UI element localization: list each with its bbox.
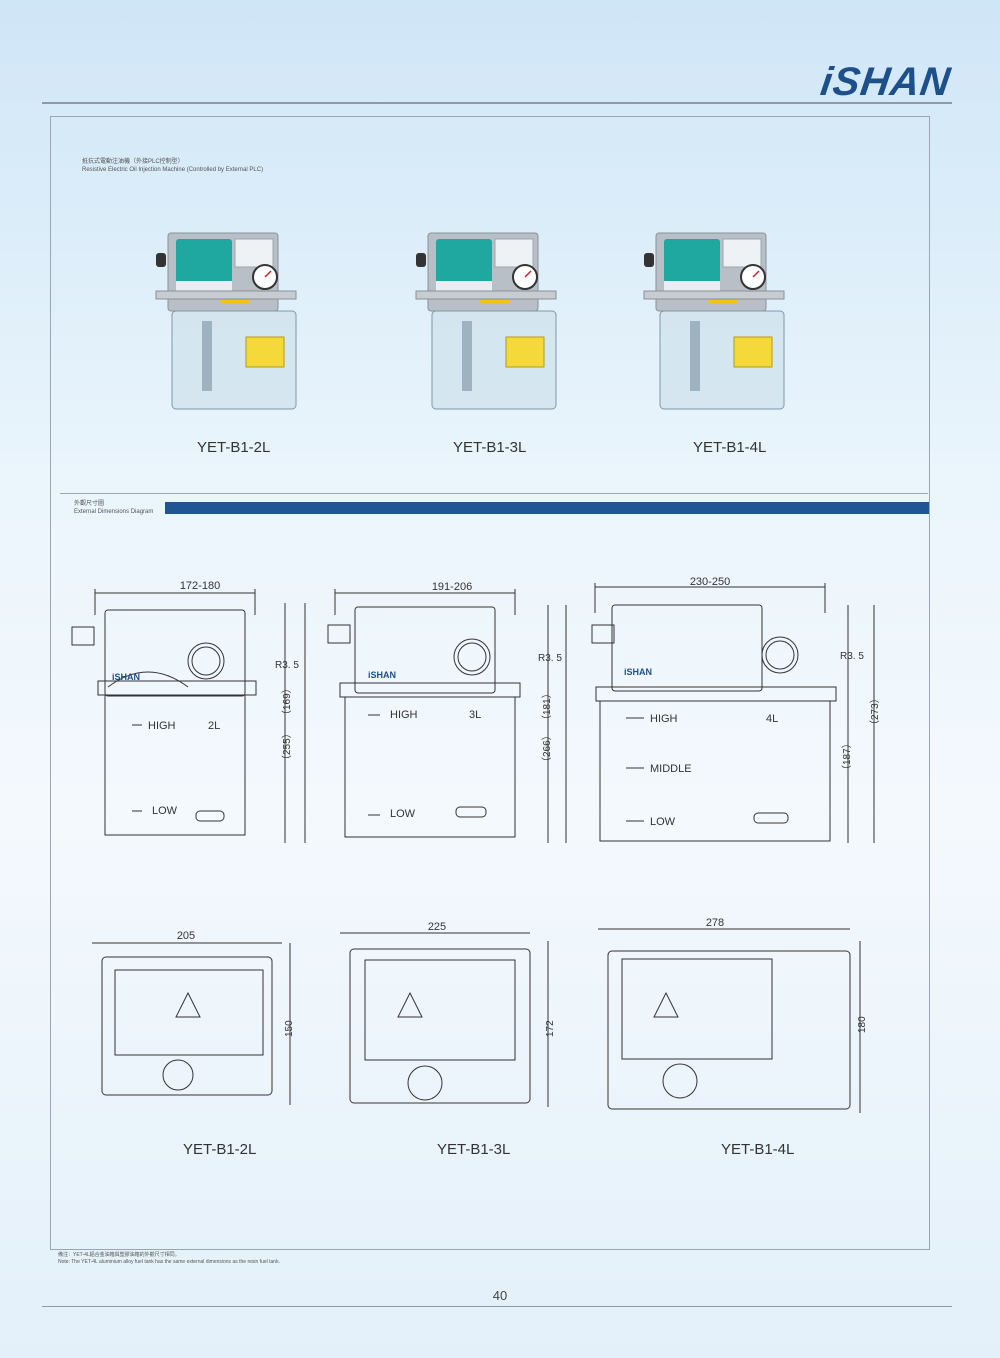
h-total-2l: （255）: [281, 728, 293, 765]
top-width-4l: 278: [706, 917, 724, 929]
width-2l: 172-180: [180, 580, 220, 592]
svg-text:iSHAN: iSHAN: [112, 672, 140, 682]
brand-logo: iSHAN: [817, 60, 954, 104]
section-band: [165, 502, 929, 514]
top-depth-2l: 150: [284, 1020, 295, 1037]
header-divider: [42, 102, 952, 104]
svg-text:iSHAN: iSHAN: [624, 667, 652, 677]
level-low-2l: LOW: [152, 805, 178, 817]
radius-4l: R3. 5: [840, 651, 864, 662]
top-width-3l: 225: [428, 921, 446, 933]
section-divider: [60, 493, 928, 494]
capacity-2l: 2L: [208, 720, 220, 732]
radius-3l: R3. 5: [538, 653, 562, 664]
top-view-4l: 278 180: [598, 917, 868, 1113]
top-model-4l: YET-B1-4L: [721, 1141, 795, 1158]
product-model-2l: YET-B1-2L: [197, 439, 271, 456]
h-inner-2l: （169）: [281, 683, 293, 720]
footnote-cn: 備注：YET-4L鋁合金油箱與塑膠油箱的外觀尺寸相同。: [58, 1252, 180, 1258]
level-low-3l: LOW: [390, 808, 416, 820]
front-view-2l: 172-180 iSHAN HIGH 2L LOW R3. 5 （255） （1…: [71, 580, 306, 843]
top-view-drawings: 205 150 225 172 278 180: [92, 917, 868, 1113]
product-model-3l: YET-B1-3L: [453, 439, 527, 456]
top-view-2l: 205 150: [92, 930, 295, 1105]
width-3l: 191-206: [432, 581, 472, 593]
h-inner-4l: （187）: [841, 738, 853, 775]
footnote-en: Note: The YET-4L aluminium alloy fuel ta…: [58, 1259, 280, 1265]
dimensions-title-en: External Dimensions Diagram: [74, 509, 154, 515]
front-view-3l: 191-206 iSHAN HIGH 3L LOW R3. 5 （266） （1…: [327, 581, 567, 843]
top-model-3l: YET-B1-3L: [437, 1141, 511, 1158]
width-4l: 230-250: [690, 576, 730, 588]
top-model-2l: YET-B1-2L: [183, 1141, 257, 1158]
dimensions-title: 外觀尺寸圖 External Dimensions Diagram: [74, 500, 153, 516]
product-photos: [155, 232, 785, 410]
footer-divider: [42, 1306, 952, 1307]
page-number: 40: [492, 1288, 508, 1303]
product-model-4l: YET-B1-4L: [693, 439, 767, 456]
front-view-4l: 230-250 iSHAN HIGH 4L MIDDLE LOW R3. 5 （…: [591, 576, 881, 843]
level-high-4l: HIGH: [650, 713, 678, 725]
capacity-3l: 3L: [469, 709, 481, 721]
section-title-cn: 抵抗式電動注油機（外接PLC控制型）: [82, 159, 184, 165]
level-high-2l: HIGH: [148, 720, 176, 732]
product-photo-2l: [155, 232, 297, 410]
h-inner-3l: （181）: [541, 688, 553, 725]
level-low-4l: LOW: [650, 816, 676, 828]
top-depth-4l: 180: [857, 1016, 868, 1033]
dimensions-title-cn: 外觀尺寸圖: [74, 501, 105, 507]
capacity-4l: 4L: [766, 713, 778, 725]
section-title: 抵抗式電動注油機（外接PLC控制型） Resistive Electric Oi…: [82, 158, 263, 174]
radius-2l: R3. 5: [275, 660, 299, 671]
top-view-3l: 225 172: [340, 921, 556, 1107]
top-width-2l: 205: [177, 930, 195, 942]
level-high-3l: HIGH: [390, 709, 418, 721]
section-title-en: Resistive Electric Oil Injection Machine…: [82, 167, 264, 173]
footnote: 備注：YET-4L鋁合金油箱與塑膠油箱的外觀尺寸相同。 Note: The YE…: [58, 1252, 280, 1266]
top-depth-3l: 172: [545, 1020, 556, 1037]
level-middle-4l: MIDDLE: [650, 763, 692, 775]
h-total-4l: （273）: [869, 693, 881, 730]
content-frame: [50, 116, 930, 1250]
front-view-drawings: 172-180 iSHAN HIGH 2L LOW R3. 5 （255） （1…: [71, 576, 881, 843]
h-total-3l: （266）: [541, 730, 553, 767]
svg-text:iSHAN: iSHAN: [368, 670, 396, 680]
